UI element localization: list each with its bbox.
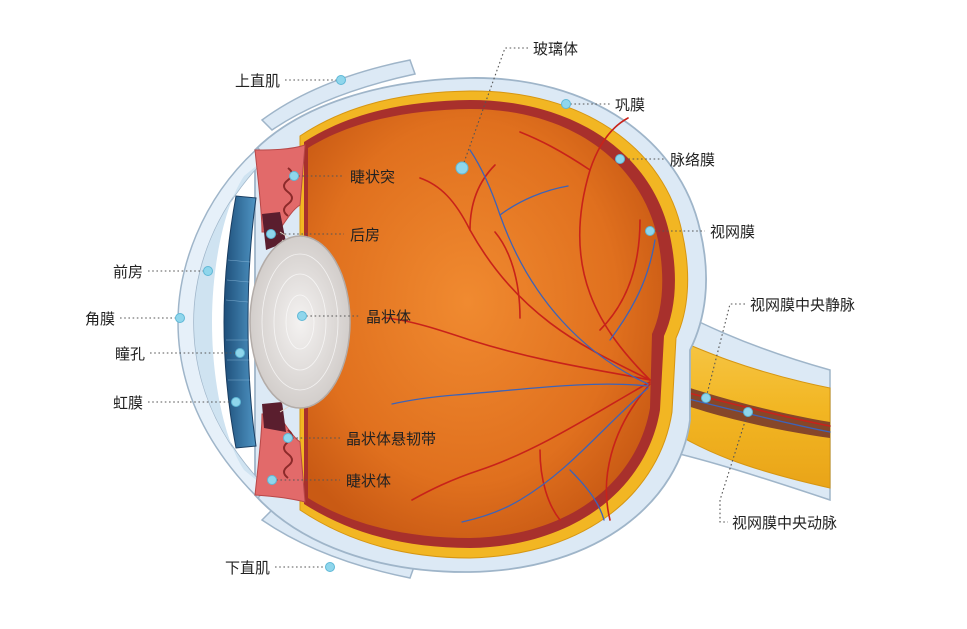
label-iris: 虹膜 xyxy=(113,394,143,412)
label-ciliary-body: 睫状体 xyxy=(346,472,391,490)
anterior-chamber xyxy=(194,158,266,488)
superior-rectus-muscle xyxy=(260,59,416,131)
vitreous-body xyxy=(308,109,663,538)
label-central-artery: 视网膜中央动脉 xyxy=(732,514,837,532)
label-zonule: 晶状体悬韧带 xyxy=(346,430,436,448)
leader-lines xyxy=(120,47,749,568)
ciliary-body-upper xyxy=(254,144,306,233)
label-inferior-rectus: 下直肌 xyxy=(225,559,270,577)
label-anterior-chamber: 前房 xyxy=(113,263,143,281)
iris-fibers xyxy=(225,259,251,381)
label-superior-rectus: 上直肌 xyxy=(235,72,280,90)
label-central-vein: 视网膜中央静脉 xyxy=(750,296,855,314)
label-ciliary-process: 睫状突 xyxy=(350,168,395,186)
label-cornea: 角膜 xyxy=(85,310,115,328)
label-pupil: 瞳孔 xyxy=(115,345,145,363)
label-lens: 晶状体 xyxy=(366,308,411,326)
label-posterior-chamber: 后房 xyxy=(350,226,380,244)
iris xyxy=(223,195,257,449)
lens-rings xyxy=(261,253,339,391)
posterior-chamber-lower xyxy=(262,402,286,432)
label-sclera: 巩膜 xyxy=(615,96,645,114)
markers xyxy=(175,75,753,572)
label-retina: 视网膜 xyxy=(710,223,755,241)
label-choroid: 脉络膜 xyxy=(670,151,715,169)
lens xyxy=(249,235,351,409)
retinal-vessels xyxy=(384,117,656,523)
label-vitreous: 玻璃体 xyxy=(533,40,578,58)
